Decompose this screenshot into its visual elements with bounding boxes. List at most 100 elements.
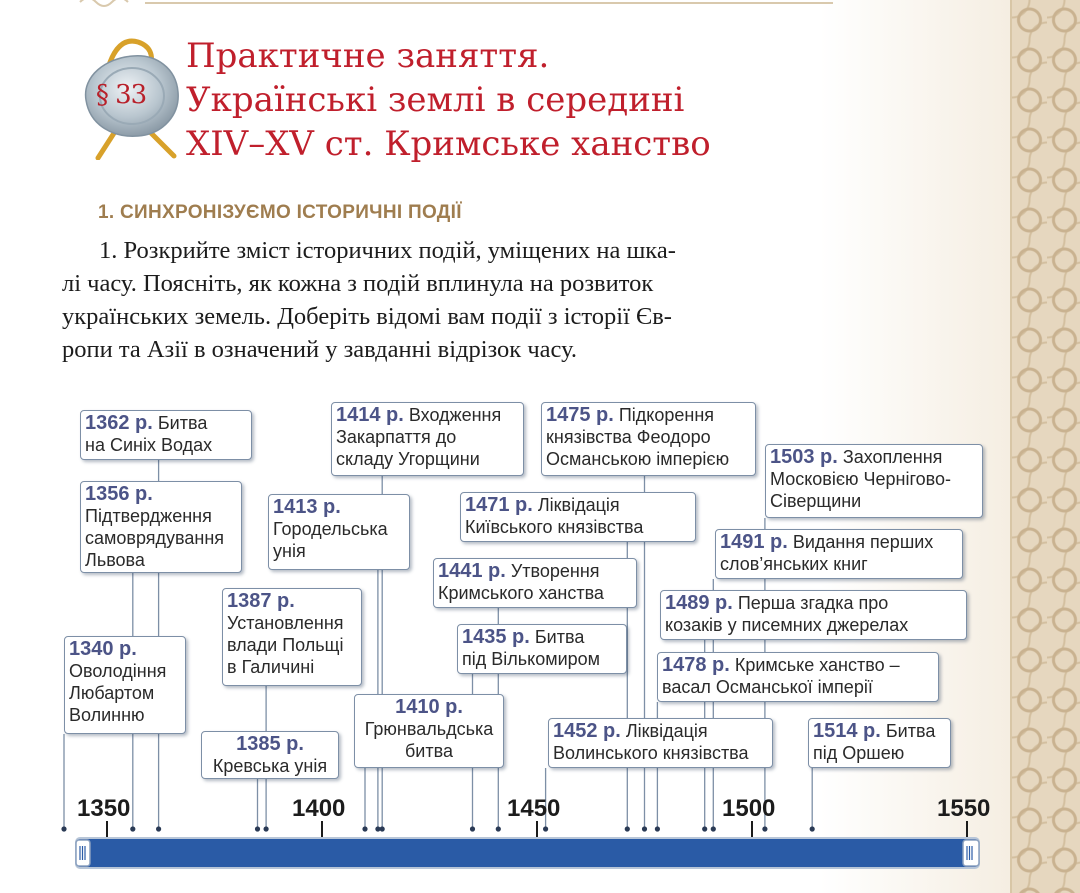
top-flourish-icon	[79, 0, 129, 7]
event-text: Ліквідація	[537, 495, 620, 515]
event-text: Входження	[408, 405, 502, 425]
event-year: 1452 р.	[553, 720, 621, 742]
ornamental-border	[1010, 0, 1080, 893]
event-text: Закарпаття до	[336, 427, 457, 447]
event-marker	[654, 826, 661, 832]
event-text: слов’янських книг	[720, 554, 868, 574]
event-text: Османською імперією	[546, 449, 730, 469]
event-text: князівства Феодоро	[546, 427, 711, 447]
event-marker	[469, 826, 476, 832]
title-line: XIV–XV ст. Кримське ханство	[186, 124, 711, 164]
event-text: Захоплення	[842, 447, 943, 467]
event-year: 1514 р.	[813, 720, 881, 742]
event-text: Київського князівства	[465, 517, 644, 537]
event-year: 1491 р.	[720, 531, 788, 553]
event-marker	[156, 826, 162, 832]
event-marker	[641, 826, 648, 832]
event-text: Битва	[885, 721, 936, 741]
event-text: Волинського князівства	[553, 743, 749, 763]
event-box: 1385 р.Кревська унія	[201, 731, 339, 779]
event-year: 1385 р.	[236, 733, 304, 755]
axis-label-1350: 1350	[77, 795, 131, 822]
event-box: 1478 р. Кримське ханство –васал Османськ…	[657, 652, 939, 702]
task-line: лі часу. Поясніть, як кожна з подій впли…	[62, 270, 654, 297]
task-line: 1. Розкрийте зміст історичних подій, умі…	[99, 237, 676, 264]
event-year: 1413 р.	[273, 496, 341, 518]
event-marker	[809, 826, 815, 832]
event-text: в Галичині	[227, 657, 315, 677]
event-marker	[624, 826, 630, 832]
event-text: васал Османської імперії	[662, 677, 873, 697]
event-marker	[702, 826, 708, 832]
event-text: Кревська унія	[212, 756, 328, 776]
event-text: Грюнвальдська	[364, 719, 494, 739]
event-year: 1340 р.	[69, 638, 137, 660]
event-text: Битва	[534, 627, 585, 647]
event-marker	[254, 826, 261, 832]
event-text: Битва	[157, 413, 208, 433]
event-year: 1414 р.	[336, 404, 404, 426]
event-year: 1475 р.	[546, 404, 614, 426]
bar-handle-right	[962, 839, 980, 867]
event-text: Львова	[85, 550, 145, 570]
event-marker	[61, 826, 67, 832]
axis-label-1500: 1500	[722, 795, 776, 822]
event-text: Ліквідація	[625, 721, 708, 741]
event-text: Московією Чернігово-	[770, 469, 952, 489]
event-marker	[762, 826, 768, 832]
event-year: 1478 р.	[662, 654, 730, 676]
task-line: ропи та Азії в означений у завданні відр…	[62, 336, 578, 363]
event-year: 1435 р.	[462, 626, 530, 648]
event-text: Видання перших	[792, 532, 934, 552]
event-marker	[263, 826, 269, 832]
wax-seal-icon	[84, 38, 179, 160]
page-title: Практичне заняття. Українські землі в се…	[186, 34, 746, 166]
timeline-bar	[75, 837, 980, 869]
event-text: складу Угорщини	[336, 449, 480, 469]
event-text: під Вількомиром	[462, 649, 601, 669]
title-line: Українські землі в середині	[186, 80, 685, 120]
event-year: 1362 р.	[85, 412, 153, 434]
section-heading: 1. СИНХРОНІЗУЄМО ІСТОРИЧНІ ПОДІЇ	[98, 202, 462, 223]
event-marker	[130, 826, 136, 832]
event-text: Підтвердження	[85, 506, 212, 526]
event-year: 1471 р.	[465, 494, 533, 516]
event-year: 1410 р.	[395, 696, 463, 718]
event-text: Кримського ханства	[438, 583, 604, 603]
event-marker	[375, 826, 381, 832]
event-marker	[543, 826, 549, 832]
event-marker	[362, 826, 368, 832]
event-year: 1387 р.	[227, 590, 295, 612]
event-marker	[710, 826, 716, 832]
event-text: під Оршею	[813, 743, 905, 763]
event-text: унія	[273, 541, 306, 561]
axis-label-1400: 1400	[292, 795, 346, 822]
event-text: влади Польщі	[227, 635, 344, 655]
event-text: Утворення	[510, 561, 600, 581]
paragraph-badge: § 33	[95, 80, 147, 110]
task-line: українських земель. Доберіть відомі вам …	[62, 303, 672, 330]
event-year: 1503 р.	[770, 446, 838, 468]
axis-label-1450: 1450	[507, 795, 561, 822]
event-text: Підкорення	[618, 405, 715, 425]
top-rule	[145, 2, 833, 4]
event-year: 1356 р.	[85, 483, 153, 505]
event-text: битва	[405, 741, 453, 761]
event-marker	[495, 826, 501, 832]
event-text: Кримське ханство –	[734, 655, 900, 675]
task-text: 1. Розкрийте зміст історичних подій, умі…	[62, 234, 834, 366]
axis-label-1550: 1550	[937, 795, 991, 822]
